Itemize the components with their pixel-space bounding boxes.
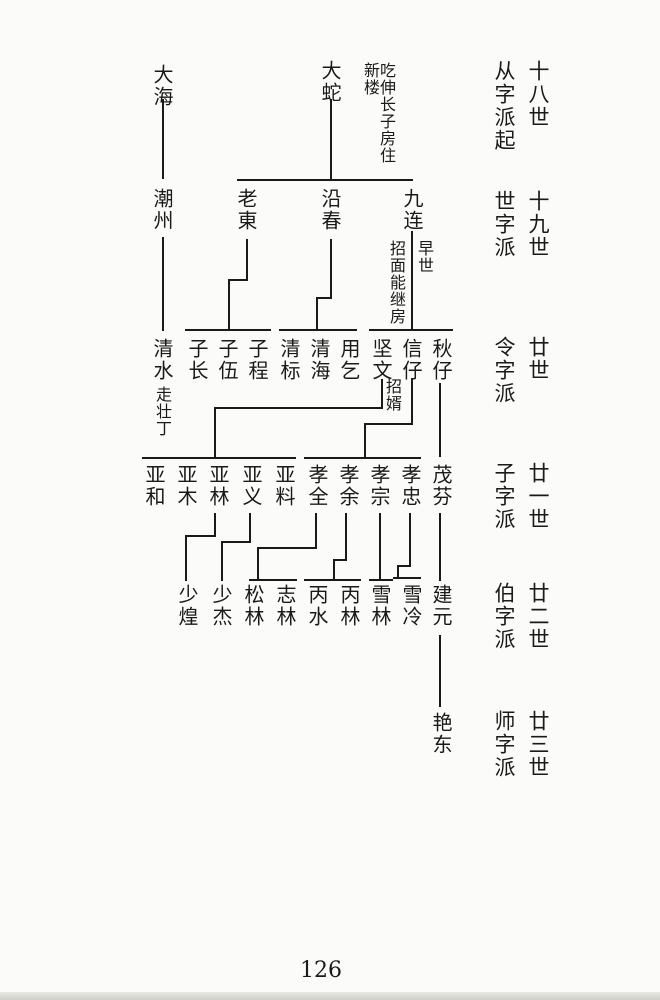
page-number: 126: [300, 958, 342, 983]
person-name: 少杰: [209, 584, 233, 628]
generation-pai: 伯字派: [492, 582, 516, 651]
person-name: 丙林: [337, 584, 361, 628]
annotation-note: 招婿: [383, 378, 402, 412]
person-name: 清海: [307, 338, 331, 382]
person-name: 潮州: [150, 188, 174, 232]
person-name: 孝全: [305, 464, 329, 508]
person-name: 艳东: [429, 712, 453, 756]
generation-ordinal: 十九世: [526, 190, 550, 259]
generation-pai: 师字派: [492, 710, 516, 779]
person-name: 孝宗: [367, 464, 391, 508]
person-name: 雪林: [368, 584, 392, 628]
person-name: 大海: [150, 64, 174, 108]
person-name: 九连: [400, 188, 424, 232]
generation-pai: 世字派: [492, 190, 516, 259]
person-name: 孝忠: [398, 464, 422, 508]
annotation-note: 招面能继房: [387, 240, 406, 325]
person-name: 亚义: [239, 464, 263, 508]
annotation-note: 吃伸长子房住新楼: [361, 62, 396, 164]
annotation-note: 走壮丁: [153, 386, 172, 437]
person-name: 亚料: [272, 464, 296, 508]
person-name: 建元: [429, 584, 453, 628]
annotation-note: 早世: [415, 240, 434, 274]
person-name: 坚文: [369, 338, 393, 382]
generation-ordinal: 廿三世: [526, 710, 550, 779]
person-name: 秋仔: [429, 338, 453, 382]
generation-pai: 子字派: [492, 462, 516, 531]
generation-ordinal: 廿一世: [526, 462, 550, 531]
page-bottom-edge: [0, 992, 660, 1000]
person-name: 亚木: [174, 464, 198, 508]
person-name: 老東: [234, 188, 258, 232]
person-name: 子长: [185, 338, 209, 382]
person-name: 用乞: [337, 338, 361, 382]
person-name: 信仔: [399, 338, 423, 382]
person-name: 沿春: [318, 188, 342, 232]
person-name: 少煌: [175, 584, 199, 628]
person-name: 雪冷: [399, 584, 423, 628]
generation-ordinal: 廿二世: [526, 582, 550, 651]
person-name: 亚林: [206, 464, 230, 508]
generation-pai: 令字派: [492, 336, 516, 405]
person-name: 孝余: [336, 464, 360, 508]
person-name: 志林: [273, 584, 297, 628]
person-name: 丙水: [305, 584, 329, 628]
generation-pai: 从字派起: [492, 60, 516, 152]
person-name: 清标: [277, 338, 301, 382]
generation-ordinal: 十八世: [526, 60, 550, 129]
person-name: 大蛇: [318, 60, 342, 104]
person-name: 茂芬: [429, 464, 453, 508]
person-name: 清水: [150, 338, 174, 382]
person-name: 子程: [245, 338, 269, 382]
generation-ordinal: 廿世: [526, 336, 550, 382]
person-name: 子伍: [215, 338, 239, 382]
person-name: 亚和: [142, 464, 166, 508]
person-name: 松林: [241, 584, 265, 628]
